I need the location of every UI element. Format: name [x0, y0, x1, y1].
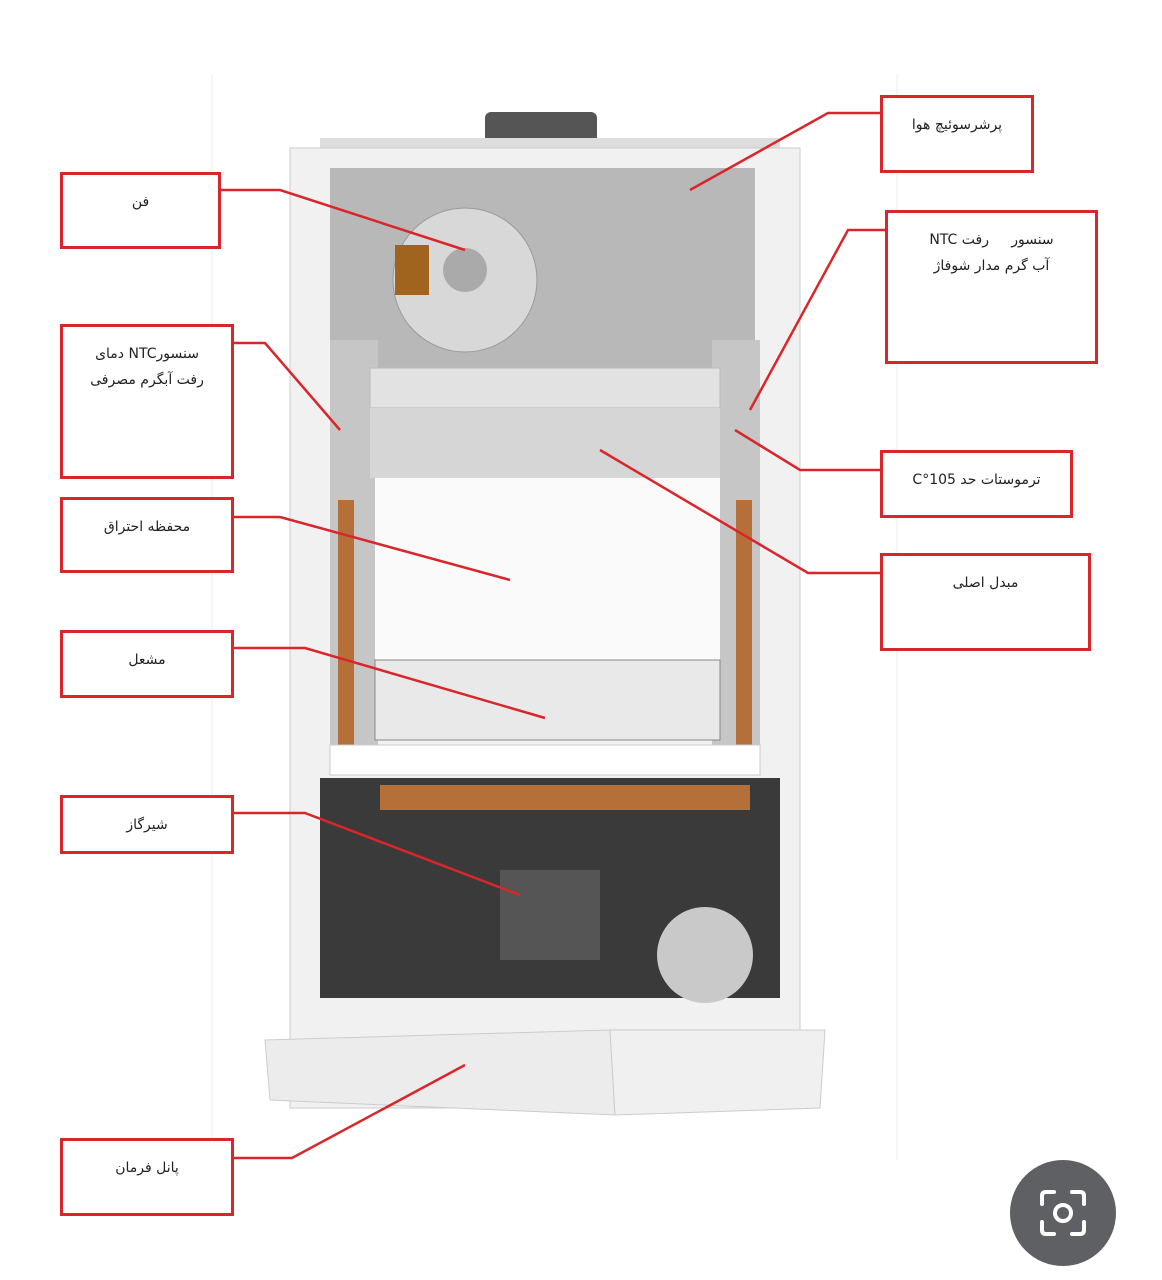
callout-lines [220, 111, 885, 1160]
label-limit-thermostat: ترموستات حد 105°C [880, 450, 1073, 518]
label-text: محفظه احتراق [103, 519, 191, 535]
label-ntc-dhw: سنسورNTC دمای رفت آبگرم مصرفی [60, 324, 234, 479]
lens-icon [1040, 1190, 1086, 1236]
fan-motor [443, 248, 487, 292]
label-text: رفت آبگرم مصرفی [90, 372, 204, 388]
label-air-pressure-switch: پرشرسوئیچ هوا [880, 95, 1034, 173]
control-panel [264, 1029, 616, 1116]
circulation-pump [657, 907, 753, 1003]
shelf [329, 744, 761, 776]
main-heat-exchanger [370, 408, 720, 478]
label-fan: فن [60, 172, 221, 249]
lens-search-button[interactable] [1010, 1160, 1116, 1266]
label-text: شیرگاز [126, 817, 168, 833]
label-text: سنسور رفت NTC [929, 232, 1054, 248]
gas-valve [500, 870, 600, 960]
label-text: پرشرسوئیچ هوا [911, 117, 1003, 133]
label-text: پانل فرمان [115, 1160, 179, 1176]
label-gas-valve: شیرگاز [60, 795, 234, 854]
combustion-chamber [375, 478, 720, 678]
label-control-panel: پانل فرمان [60, 1138, 234, 1216]
label-text: سنسورNTC دمای [95, 346, 199, 362]
label-text: ترموستات حد 105°C [912, 472, 1041, 488]
label-text: فن [131, 194, 150, 210]
fan-coil [395, 245, 429, 295]
label-text: مشعل [128, 652, 166, 668]
copper-pipe [736, 500, 752, 750]
label-text: آب گرم مدار شوفاژ [933, 258, 1050, 274]
copper-pipe [380, 785, 750, 810]
burner [374, 659, 721, 741]
label-burner: مشعل [60, 630, 234, 698]
copper-pipe [338, 500, 354, 750]
label-ntc-ch: سنسور رفت NTC آب گرم مدار شوفاژ [885, 210, 1098, 364]
label-combustion-chamber: محفظه احتراق [60, 497, 234, 573]
exchanger-top [369, 367, 721, 409]
control-panel-right [609, 1029, 826, 1116]
label-text: مبدل اصلی [952, 575, 1019, 591]
label-main-heat-exchanger: مبدل اصلی [880, 553, 1091, 651]
